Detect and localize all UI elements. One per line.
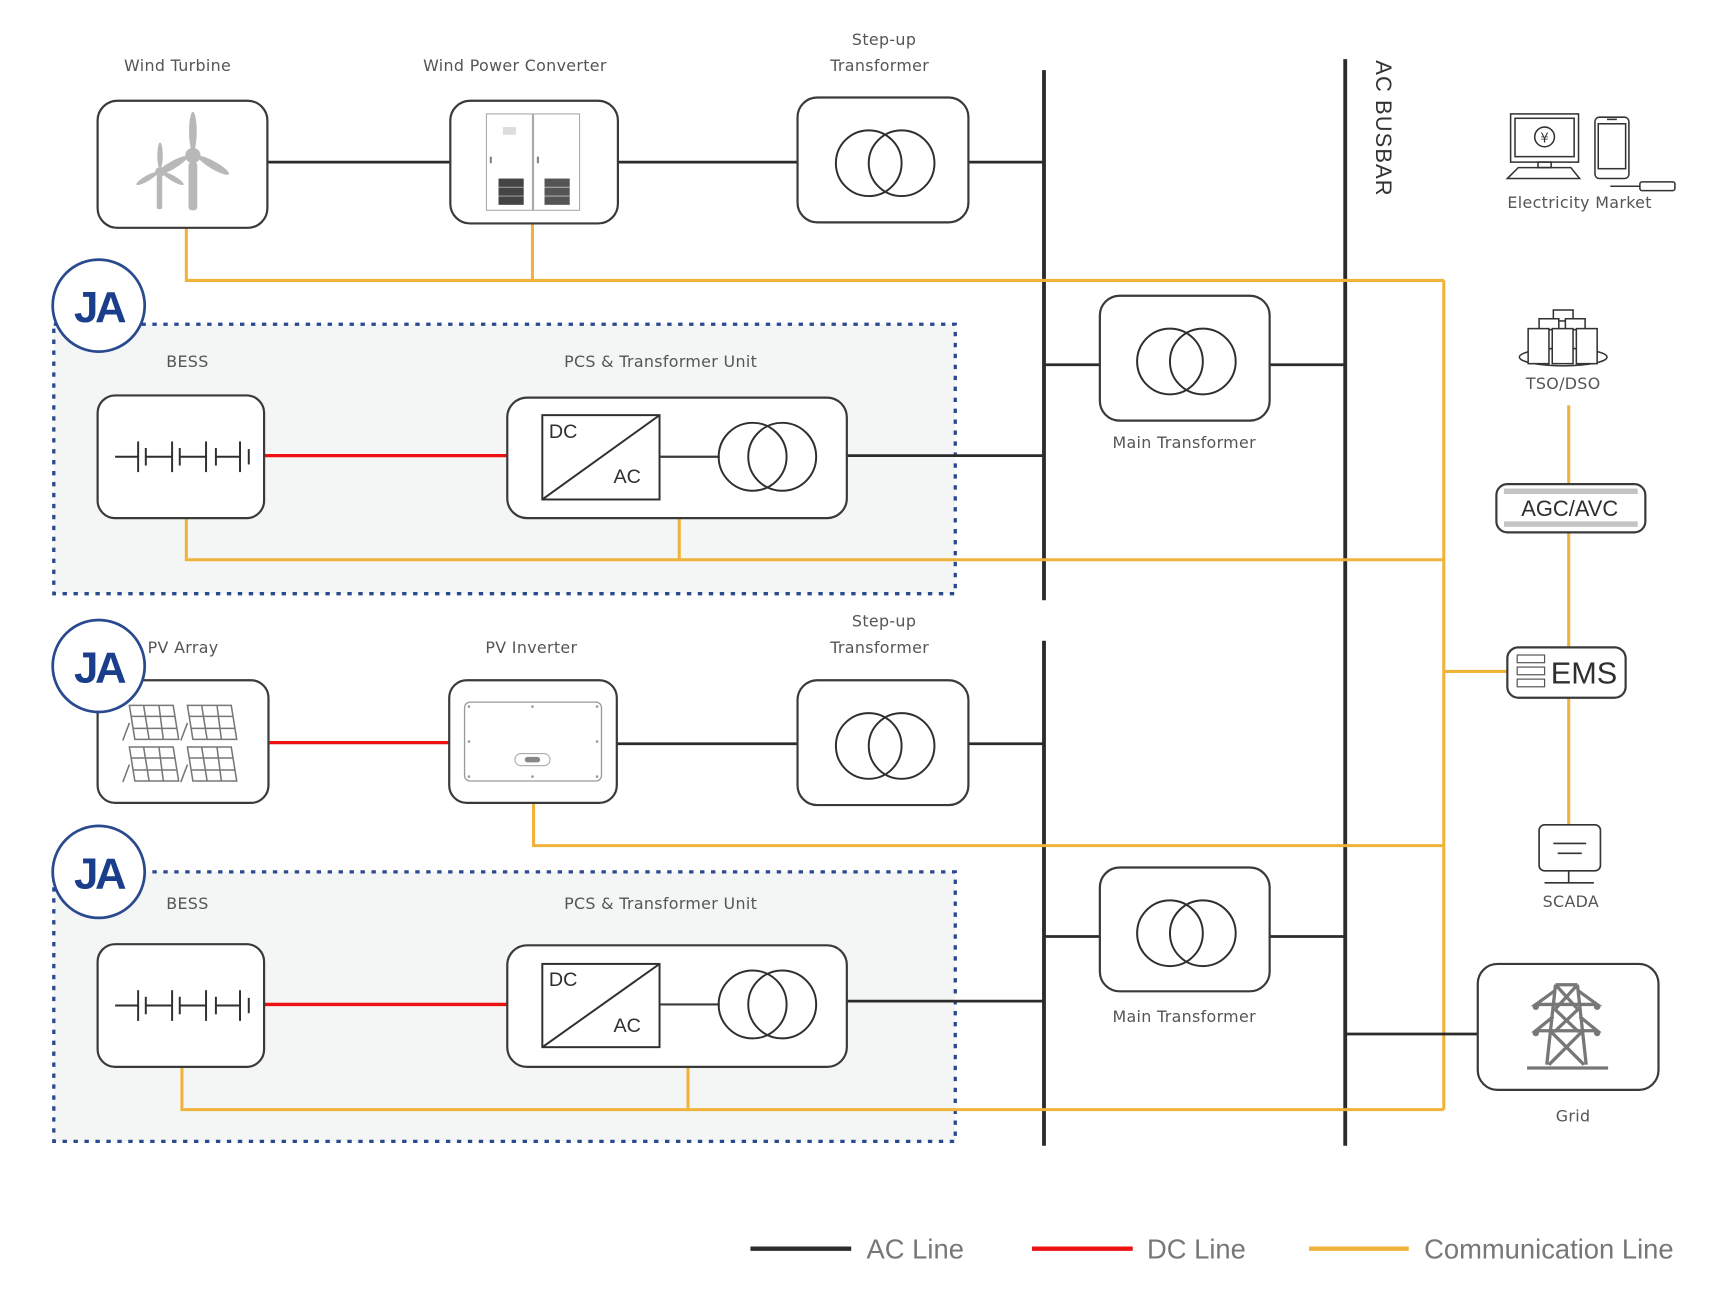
wind-power-converter-node[interactable]: Wind Power Converter	[423, 56, 619, 225]
pcs-transformer-unit-2-node[interactable]: PCS & Transformer Unit DC AC	[506, 894, 848, 1068]
pv-array-label: PV Array	[148, 638, 219, 657]
pv-inverter-label: PV Inverter	[485, 638, 577, 657]
bess-2-node[interactable]: BESS	[96, 894, 266, 1068]
pcs-transformer-unit-2-label: PCS & Transformer Unit	[564, 894, 757, 913]
legend-label-dc: DC Line	[1147, 1234, 1246, 1265]
pcs-transformer-unit-1-node[interactable]: PCS & Transformer Unit DC AC	[506, 352, 848, 520]
transmission-tower-icon	[1527, 983, 1609, 1070]
communication-lines	[180, 223, 1571, 1112]
ac-label: AC	[614, 1015, 641, 1037]
solar-panels-icon	[122, 704, 238, 783]
step-up-transformer-pv-node[interactable]: Step-up Transformer	[796, 612, 970, 807]
network-servers-icon	[1518, 309, 1608, 367]
transformer-icon	[1136, 327, 1237, 396]
grid-node[interactable]: Grid	[1476, 962, 1660, 1126]
tso-dso-label: TSO/DSO	[1525, 374, 1601, 393]
comm-line-pv-inverter	[532, 802, 1444, 848]
legend-label-ac: AC Line	[867, 1234, 964, 1265]
comm-line-wind	[184, 227, 1444, 282]
solar-panel	[180, 746, 238, 783]
solar-panel	[122, 704, 180, 741]
legend: AC Line DC Line Communication Line	[750, 1234, 1674, 1265]
bess-1-node[interactable]: BESS	[96, 352, 266, 520]
step-up-transformer-pv-label-line2: Transformer	[829, 638, 929, 657]
dc-lines	[264, 454, 508, 1007]
main-transformer-2-label: Main Transformer	[1112, 1007, 1256, 1026]
pv-array-node[interactable]: PV Array	[96, 638, 270, 804]
ems-label: EMS	[1551, 657, 1617, 691]
solar-panel	[180, 704, 238, 741]
server-rack-icon	[1516, 654, 1546, 688]
ja-logo-1: JA	[51, 258, 147, 353]
solar-panel	[122, 746, 180, 783]
ac-lines	[267, 160, 1478, 1036]
electricity-market-node[interactable]: ¥ Electricity Market	[1505, 113, 1676, 212]
phone-icon	[1594, 116, 1676, 192]
transformer-icon	[717, 969, 818, 1040]
step-up-transformer-wind-label-line1: Step-up	[852, 30, 916, 49]
main-transformer-2-node[interactable]: Main Transformer	[1098, 866, 1271, 1026]
transformer-icon	[834, 712, 936, 780]
wind-power-converter-label: Wind Power Converter	[423, 56, 607, 75]
legend-label-communication: Communication Line	[1424, 1234, 1674, 1265]
step-up-transformer-wind-node[interactable]: Step-up Transformer	[796, 30, 970, 224]
pcs-transformer-unit-1-label: PCS & Transformer Unit	[564, 352, 757, 371]
grid-label: Grid	[1556, 1107, 1591, 1126]
currency-symbol: ¥	[1540, 131, 1548, 146]
tower-insulators	[1532, 1003, 1601, 1037]
inverter-icon	[463, 701, 603, 782]
ja-logo-text: JA	[74, 643, 126, 692]
bess-1-label: BESS	[166, 352, 208, 371]
main-transformer-1-label: Main Transformer	[1112, 433, 1256, 452]
ja-logo-2: JA	[51, 618, 147, 714]
battery-icon	[115, 990, 250, 1021]
battery-icon	[115, 441, 250, 473]
legend-item-dc-line: DC Line	[1031, 1234, 1246, 1265]
pv-inverter-node[interactable]: PV Inverter	[448, 638, 618, 804]
dc-label: DC	[549, 969, 577, 991]
comm-line-bess-2	[180, 1066, 1444, 1112]
monitor-icon	[1538, 823, 1602, 884]
comm-line-bess-1	[184, 518, 1444, 562]
ja-logo-text: JA	[74, 283, 126, 332]
scada-label: SCADA	[1543, 892, 1599, 911]
electricity-market-label: Electricity Market	[1507, 193, 1651, 212]
ac-label: AC	[614, 466, 641, 488]
wind-turbine-node[interactable]: Wind Turbine	[96, 56, 269, 229]
step-up-transformer-pv-label-line1: Step-up	[852, 612, 916, 631]
ac-busbar-label: AC BUSBAR	[1371, 60, 1396, 196]
legend-item-communication-line: Communication Line	[1309, 1234, 1674, 1265]
legend-item-ac-line: AC Line	[750, 1234, 964, 1265]
transformer-icon	[1136, 899, 1237, 968]
wind-turbine-icon	[136, 111, 230, 211]
agc-avc-node[interactable]: AGC/AVC	[1495, 483, 1647, 534]
dc-label: DC	[549, 421, 577, 443]
dc-ac-converter-icon: DC AC	[541, 962, 661, 1049]
ja-logo-3: JA	[51, 824, 147, 920]
ems-node[interactable]: EMS	[1506, 646, 1627, 699]
step-up-transformer-wind-label-line2: Transformer	[829, 56, 929, 75]
converter-cabinet-icon	[485, 113, 581, 211]
main-transformer-1-node[interactable]: Main Transformer	[1098, 294, 1271, 452]
agc-avc-label: AGC/AVC	[1521, 496, 1618, 521]
transformer-icon	[834, 129, 936, 198]
tso-dso-node[interactable]: TSO/DSO	[1518, 309, 1608, 393]
ja-logo-text: JA	[74, 849, 126, 898]
scada-node[interactable]: SCADA	[1538, 823, 1602, 911]
computer-icon	[1505, 113, 1582, 180]
bess-2-label: BESS	[166, 894, 208, 913]
wind-turbine-label: Wind Turbine	[124, 56, 231, 75]
transformer-icon	[717, 421, 818, 492]
